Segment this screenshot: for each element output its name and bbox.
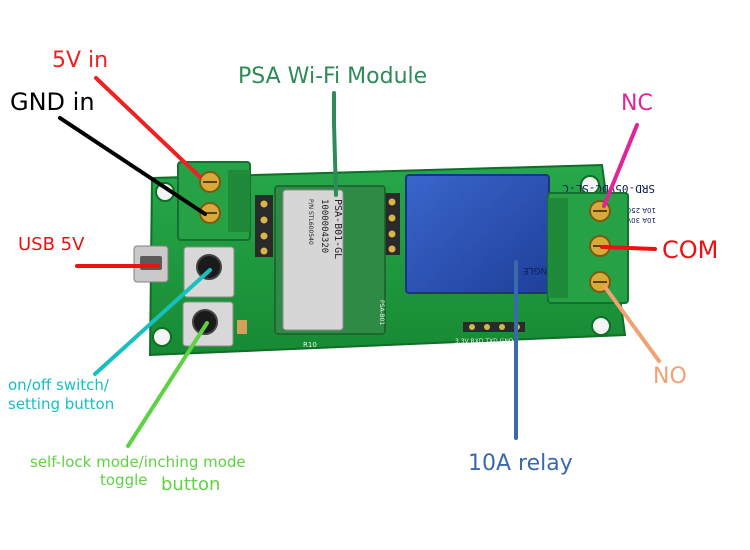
relay-brand-text: SONGLE — [522, 265, 560, 275]
wifi-module: PSA-B01-GL 1000004320 P/N STL600540 PSA-… — [274, 185, 386, 335]
callout-gnd — [58, 116, 207, 216]
label-mode-button: button — [161, 474, 221, 495]
module-edge-text: PSA-B01 — [378, 300, 385, 325]
callout-module — [332, 91, 338, 197]
label-switch-line2: setting button — [8, 395, 115, 413]
mounting-hole — [591, 316, 611, 336]
callout-switch — [93, 268, 212, 376]
label-no: NO — [653, 364, 687, 389]
callout-lines — [58, 76, 661, 448]
label-switch-line1: on/off switch/ — [8, 376, 109, 394]
header-pins — [255, 193, 400, 257]
label-10a-relay: 10A relay — [468, 451, 573, 476]
callout-mode — [126, 321, 209, 448]
label-5v-in: 5V in — [52, 48, 109, 73]
module-serial-text: 1000004320 — [319, 199, 329, 253]
callout-nc — [602, 123, 639, 208]
callout-no — [603, 285, 661, 363]
module-fw-text: P/N STL600540 — [307, 199, 314, 245]
label-mode-toggle: toggle — [100, 471, 148, 489]
module-model-text: PSA-B01-GL — [332, 199, 343, 259]
pin-labels-text: 3.3V RXD TXD GND — [455, 338, 514, 345]
callout-5v — [94, 76, 202, 179]
label-mode-line1: self-lock mode/inching mode — [30, 453, 246, 471]
label-com: COM — [662, 236, 719, 264]
label-psa-module: PSA Wi-Fi Module — [238, 64, 428, 89]
relay-terminal-block — [547, 192, 629, 304]
label-usb-5v: USB 5V — [18, 234, 85, 255]
callout-com — [600, 245, 657, 251]
relay-model-text: SRD-05VDC-SL-C — [562, 182, 655, 195]
power-terminal-block — [177, 161, 251, 241]
label-gnd-in: GND in — [10, 88, 95, 116]
mounting-hole — [152, 327, 172, 347]
label-nc: NC — [621, 91, 653, 116]
ref-r10: R10 — [303, 341, 317, 349]
